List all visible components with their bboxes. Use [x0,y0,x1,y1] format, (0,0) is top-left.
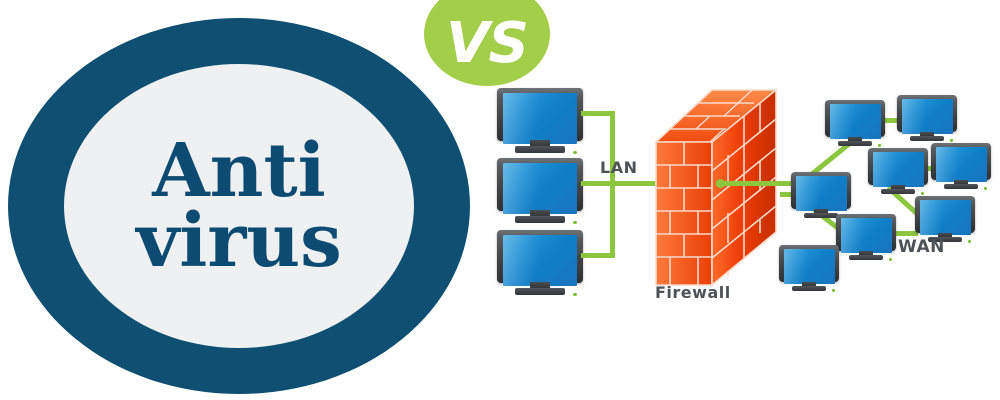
monitor-neck [847,136,863,142]
monitor-base [515,215,565,224]
monitor-base [803,212,839,219]
monitor-screen [829,103,881,140]
power-led-icon [572,292,577,297]
screen-glare-icon [901,98,938,135]
wan-label: WAN [898,237,945,257]
power-led-icon [877,144,881,147]
monitor-neck [529,210,551,217]
monitor-screen [503,235,577,286]
monitor-base [927,236,963,243]
power-led-icon [983,187,987,190]
monitor-neck [890,184,906,190]
monitor-neck [858,250,874,256]
firewall-brick-wall-svg [653,88,779,287]
wan-link-pc1-to-pc2 [878,118,904,123]
power-led-icon [572,220,577,225]
monitor-neck [801,281,817,287]
versus-badge: VS [424,0,550,86]
monitor-neck [919,131,935,137]
monitor-base [791,285,827,292]
monitor-screen [783,248,835,285]
monitor-screen [503,93,577,144]
monitor-screen [901,98,953,135]
lan-link-top [581,111,614,116]
firewall-label: Firewall [655,283,731,302]
wan-monitor-1 [825,100,885,148]
monitor-screen [935,146,987,183]
wan-monitor-6 [915,196,975,244]
screen-glare-icon [503,235,555,286]
screen-glare-icon [503,93,555,144]
screen-glare-icon [795,175,832,212]
power-led-icon [831,289,835,292]
monitor-screen [503,163,577,214]
monitor-screen [795,175,847,212]
lan-monitor-2 [497,158,583,226]
wan-monitor-7 [836,214,896,262]
power-led-icon [572,150,577,155]
firewall-node-dot [716,179,725,188]
screen-glare-icon [783,248,820,285]
monitor-screen [872,151,924,188]
lan-label: LAN [600,158,638,177]
monitor-base [515,145,565,154]
monitor-screen [919,199,971,236]
screen-glare-icon [829,103,866,140]
antivirus-badge: Anti virus [8,18,470,394]
lan-to-firewall-link [610,181,660,186]
wan-monitor-5 [791,172,851,220]
wan-monitor-2 [897,95,957,143]
lan-monitor-3 [497,230,583,298]
monitor-base [880,188,916,195]
power-led-icon [967,240,971,243]
lan-link-bottom [581,253,614,258]
power-led-icon [949,139,953,142]
monitor-neck [529,140,551,147]
wan-monitor-3 [868,148,928,196]
monitor-neck [937,232,953,238]
monitor-base [943,183,979,190]
antivirus-title-line-2: virus [136,198,342,284]
firewall-icon [650,80,782,295]
network-diagram: LAN [480,0,1000,400]
monitor-base [515,287,565,296]
screen-glare-icon [872,151,909,188]
screen-glare-icon [503,163,555,214]
monitor-neck [813,208,829,214]
power-led-icon [920,192,924,195]
lan-link-middle [581,181,614,186]
antivirus-title-line-1: Anti [152,127,326,214]
firewall-to-wan-link [716,181,798,186]
wan-monitor-4 [931,143,991,191]
power-led-icon [888,258,892,261]
monitor-screen [840,217,892,254]
screen-glare-icon [935,146,972,183]
monitor-base [848,254,884,261]
screen-glare-icon [840,217,877,254]
lan-monitor-1 [497,88,583,156]
versus-label: VS [446,11,529,76]
monitor-neck [529,282,551,289]
monitor-neck [953,179,969,185]
screen-glare-icon [919,199,956,236]
monitor-base [909,135,945,142]
antivirus-badge-inner: Anti virus [64,64,414,348]
monitor-base [837,140,873,147]
wan-monitor-8 [779,245,839,293]
